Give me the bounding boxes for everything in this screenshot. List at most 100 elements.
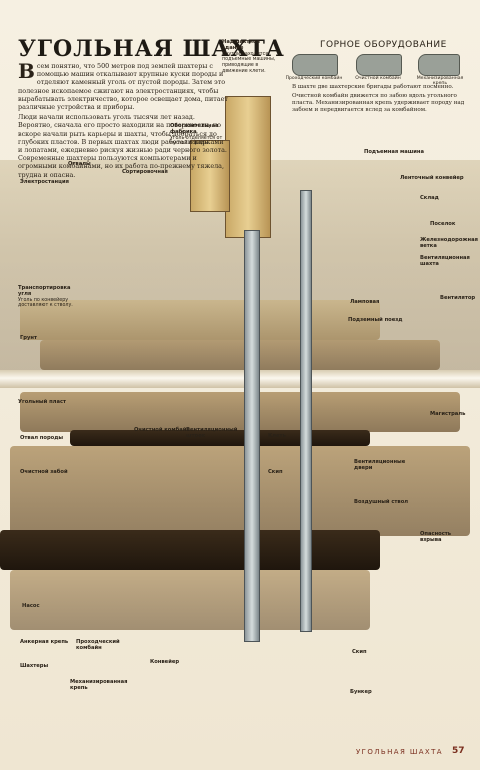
label-coal-seam: Угольный пласт [18, 399, 68, 406]
label-skip-lower: Скип [352, 649, 367, 656]
processing-building [190, 140, 230, 212]
label-ground-title: Грунт [20, 335, 37, 341]
label-belt: Конвейер [150, 659, 206, 666]
label-lamp-room: Ламповая [350, 299, 380, 306]
label-ventilation-top: Вентиляционная шахта [420, 255, 472, 268]
label-sort-plant-title: Сортировочная [122, 169, 168, 175]
label-continuous-miner: Проходческий комбайн [76, 639, 136, 652]
label-sort-plant: Сортировочная [122, 169, 168, 176]
label-skip-lower-title: Скип [352, 649, 367, 655]
rock-layer-mid [40, 340, 440, 370]
equipment-label-1: Проходческий комбайн [285, 76, 343, 81]
equipment-paragraph-2: Очистной комбайн движется по забою вдоль… [292, 93, 465, 113]
label-coal-sort-left-title: Отвал породы [20, 435, 64, 441]
label-longwall: Очистной забой [20, 469, 68, 476]
label-stack: Отвалы [68, 161, 91, 168]
label-explosion: Опасность взрыва [420, 531, 474, 544]
label-transport-text: Уголь по конвейеру доставляют к стволу. [18, 297, 73, 309]
equipment-description: В шахте две шахтерские бригады работают … [292, 84, 468, 116]
equipment-label-3: Механизированная крепь [416, 76, 464, 86]
ventilation-shaft [300, 190, 312, 632]
label-crib-title: Поселок [430, 221, 456, 227]
label-crib: Поселок [430, 221, 456, 228]
label-lamp-room-title: Ламповая [350, 299, 380, 305]
label-shearer-title: Очистной комбайн [134, 427, 190, 433]
label-fire-door-title: Вентиляционные двери [354, 459, 406, 471]
label-tail-gate-title: Вентиляционный штрек [186, 427, 238, 439]
label-main-road-title: Магистраль [430, 411, 466, 417]
label-roof-bolt-title: Анкерная крепь [20, 639, 69, 645]
main-shaft [244, 230, 260, 642]
label-transport-title: Транспортировка угля [18, 285, 71, 297]
label-conveyor: Ленточный конвейер [400, 175, 464, 182]
roof-support-icon [418, 54, 460, 76]
equipment-title: ГОРНОЕ ОБОРУДОВАНИЕ [320, 40, 447, 50]
label-ventilation-top-title: Вентиляционная шахта [420, 255, 470, 267]
label-chocks: Механизированная крепь [70, 679, 134, 692]
label-pump-title: Насос [22, 603, 40, 609]
label-skip: Скип [268, 469, 283, 476]
headframe-building [225, 96, 271, 238]
label-railway: Железнодорожная ветка [420, 237, 478, 250]
label-depot: Склад [420, 195, 439, 202]
label-cage: Клеть [268, 433, 286, 440]
label-belt-title: Конвейер [150, 659, 180, 665]
label-air-shaft-title: Воздушный ствол [354, 499, 409, 505]
continuous-miner-icon [292, 54, 338, 76]
intro-paragraph-1: сем понятно, что 500 метров под землей ш… [18, 62, 228, 112]
label-processing-title: Обогатительная фабрика [170, 123, 219, 135]
label-winder: Подъемная машина [364, 149, 424, 156]
label-headframe-text: Внутри находятся подъемные машины, приво… [222, 51, 276, 74]
label-conveyor-title: Ленточный конвейер [400, 175, 464, 181]
label-fire-door: Вентиляционные двери [354, 459, 424, 472]
label-power-title: Электростанция [20, 179, 69, 185]
label-main-road: Магистраль [430, 411, 466, 418]
dropcap: В [18, 59, 35, 83]
page-spine [0, 370, 480, 388]
label-tail-gate: Вентиляционный штрек [186, 427, 246, 440]
label-bunker-title: Бункер [350, 689, 372, 695]
soil-layer-top [20, 300, 380, 340]
coal-seam-lower [0, 530, 380, 570]
label-winder-title: Подъемная машина [364, 149, 424, 155]
rock-layer-bottom [10, 570, 370, 630]
label-chocks-title: Механизированная крепь [70, 679, 128, 691]
page-title: УГОЛЬНАЯ ШАХТА [18, 36, 285, 62]
rock-layer-deep [10, 446, 470, 536]
label-pump: Насос [22, 603, 40, 610]
coal-seam-upper [70, 430, 370, 446]
label-ventilation-fan-title: Вентилятор [440, 295, 476, 301]
label-bunker: Бункер [350, 689, 372, 696]
label-stack-title: Отвалы [68, 161, 91, 167]
label-coal-seam-title: Угольный пласт [18, 399, 67, 405]
label-roof-bolt: Анкерная крепь [20, 639, 69, 646]
intro-paragraph-2: Люди начали использовать уголь тысячи ле… [18, 113, 227, 179]
label-depot-title: Склад [420, 195, 439, 201]
label-coal-sort-left: Отвал породы [20, 435, 70, 442]
label-ventilation-fan: Вентилятор [440, 295, 476, 302]
label-explosion-title: Опасность взрыва [420, 531, 452, 543]
label-shearer: Очистной комбайн [134, 427, 194, 434]
label-railway-title: Железнодорожная ветка [420, 237, 478, 249]
label-headframe-title: Надшахтное здание [222, 39, 261, 51]
footer-section: УГОЛЬНАЯ ШАХТА [356, 748, 443, 756]
label-trains-title: Подземный поезд [348, 317, 403, 323]
label-air-shaft: Воздушный ствол [354, 499, 414, 506]
label-ground: Грунт [20, 335, 37, 342]
label-processing-text: Уголь отделяется от пустой породы. [170, 135, 223, 147]
equipment-paragraph-1: В шахте две шахтерские бригады работают … [292, 84, 454, 90]
shearer-icon [356, 54, 402, 76]
label-skip-title: Скип [268, 469, 283, 475]
label-cage-title: Клеть [268, 433, 286, 439]
page-number: 57 [452, 746, 465, 756]
label-continuous-miner-title: Проходческий комбайн [76, 639, 120, 651]
label-miners: Шахтеры [20, 663, 70, 670]
label-longwall-title: Очистной забой [20, 469, 68, 475]
label-miners-title: Шахтеры [20, 663, 49, 669]
equipment-label-2: Очистной комбайн [355, 76, 401, 81]
